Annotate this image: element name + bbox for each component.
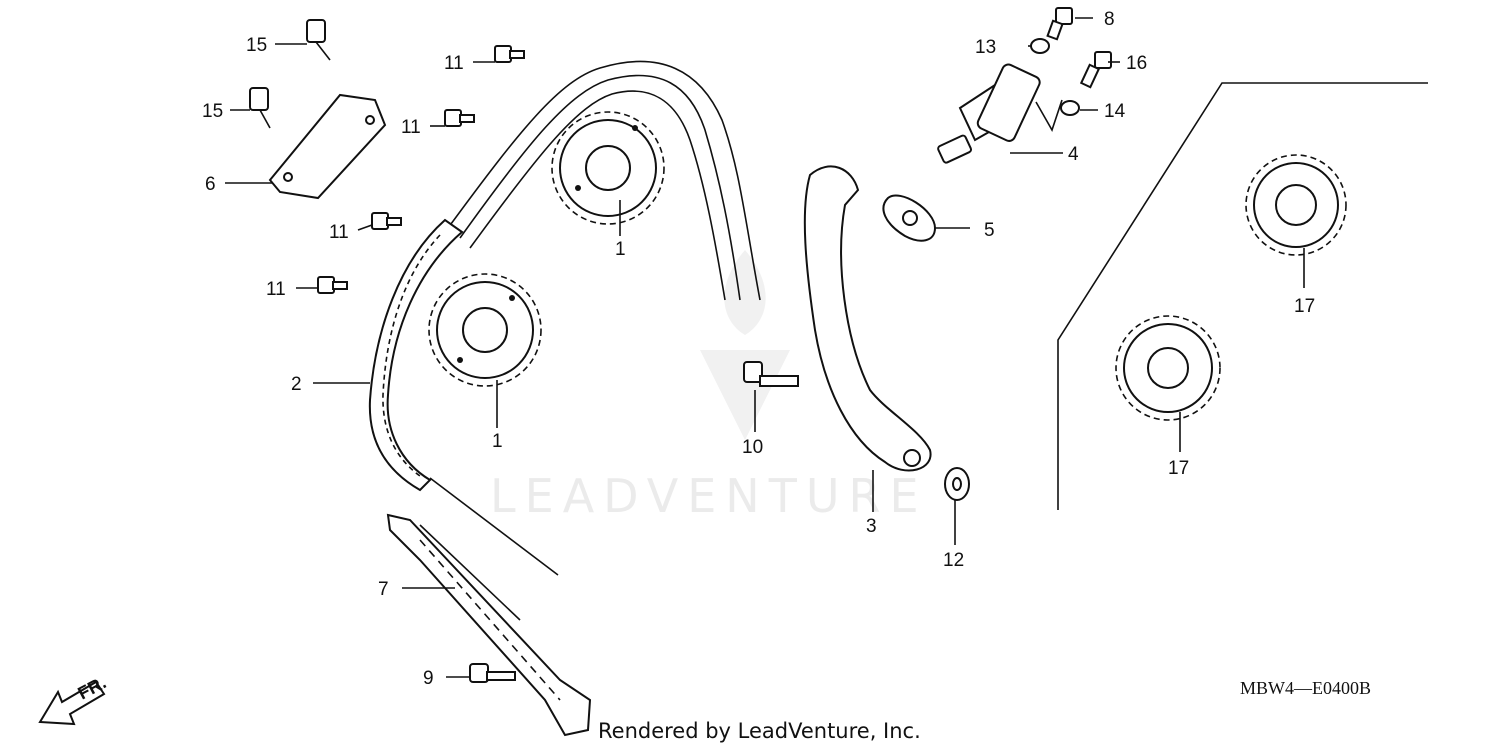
callout-5: 5 bbox=[984, 220, 995, 241]
bolt-16 bbox=[1079, 51, 1112, 89]
bolt-11-a bbox=[494, 45, 525, 63]
callout-8: 8 bbox=[1104, 9, 1115, 30]
bolt-9 bbox=[469, 663, 516, 683]
bolt-11-d bbox=[317, 276, 348, 294]
watermark-text: LEADVENTURE bbox=[490, 469, 928, 523]
bolt-11-b bbox=[444, 109, 475, 127]
tensioner-lifter bbox=[937, 63, 1041, 164]
callout-11-a: 11 bbox=[444, 53, 464, 74]
callout-16: 16 bbox=[1126, 53, 1147, 74]
watermark-flame-icon bbox=[724, 250, 766, 335]
washer-13 bbox=[1030, 38, 1050, 54]
chain-guide-plate bbox=[268, 93, 387, 200]
callout-6: 6 bbox=[205, 174, 216, 195]
callout-15-lower: 15 bbox=[202, 101, 223, 122]
chain-guide-lower bbox=[386, 513, 592, 737]
cam-sprocket-alt-upper bbox=[1245, 154, 1347, 256]
callout-11-b: 11 bbox=[401, 117, 421, 138]
callout-4: 4 bbox=[1068, 144, 1079, 165]
diagram-code: MBW4—E0400B bbox=[1240, 678, 1371, 698]
inset-frame-line bbox=[1057, 82, 1428, 510]
washer-12 bbox=[944, 467, 970, 501]
tensioner-arm bbox=[803, 165, 932, 472]
cam-sprocket-upper bbox=[551, 111, 665, 225]
callout-17-lower: 17 bbox=[1168, 458, 1189, 479]
callout-15-upper: 15 bbox=[246, 35, 267, 56]
callout-9: 9 bbox=[423, 668, 434, 689]
render-credit: Rendered by LeadVenture, Inc. bbox=[598, 719, 921, 743]
callout-7: 7 bbox=[378, 579, 389, 600]
callout-17-upper: 17 bbox=[1294, 296, 1315, 317]
bolt-15-lower bbox=[249, 87, 271, 129]
callout-1-upper: 1 bbox=[615, 239, 626, 260]
front-direction-arrow: FR. bbox=[38, 672, 109, 726]
tensioner-gasket bbox=[882, 194, 937, 242]
bolt-15-upper bbox=[306, 19, 331, 61]
cam-chain bbox=[368, 218, 464, 492]
callout-11-c: 11 bbox=[329, 222, 349, 243]
callout-13: 13 bbox=[975, 37, 996, 58]
bolt-10 bbox=[743, 361, 799, 387]
callouts: 15 15 6 11 11 11 11 2 7 9 1 1 10 3 12 5 … bbox=[202, 9, 1315, 689]
watermark: LEADVENTURE bbox=[490, 250, 928, 523]
callout-12: 12 bbox=[943, 550, 964, 571]
arrow-icon bbox=[38, 680, 106, 726]
cam-sprocket-lower bbox=[428, 273, 542, 387]
bolt-11-c bbox=[371, 212, 402, 230]
callout-1-lower: 1 bbox=[492, 431, 503, 452]
bolt-8 bbox=[1046, 7, 1073, 41]
washer-14 bbox=[1060, 100, 1080, 116]
watermark-v-icon bbox=[700, 350, 790, 440]
callout-10: 10 bbox=[742, 437, 763, 458]
callout-2: 2 bbox=[291, 374, 302, 395]
leader-lines bbox=[225, 17, 1305, 678]
cam-chain-upper-run bbox=[419, 60, 761, 621]
callout-11-d: 11 bbox=[266, 279, 286, 300]
cam-sprocket-alt-lower bbox=[1115, 315, 1221, 421]
callout-3: 3 bbox=[866, 516, 877, 537]
callout-14: 14 bbox=[1104, 101, 1126, 122]
